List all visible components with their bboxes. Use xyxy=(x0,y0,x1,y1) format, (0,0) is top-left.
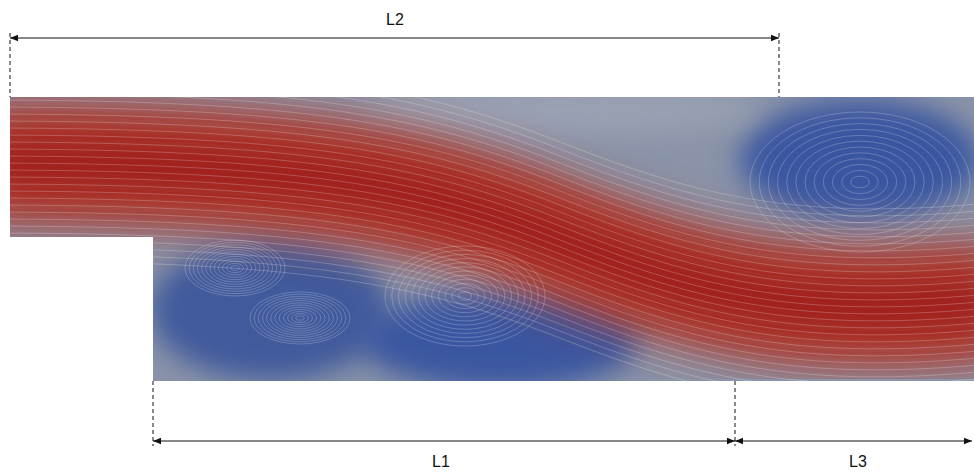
vortex-line xyxy=(271,303,329,333)
vortex-line xyxy=(405,259,525,334)
vortex-line xyxy=(193,245,276,292)
vortex-line xyxy=(279,307,321,329)
vortex-line xyxy=(250,292,350,344)
vortex-line xyxy=(418,267,511,325)
vortex-line xyxy=(288,312,313,325)
vortex-line xyxy=(263,299,338,338)
vortex-line xyxy=(258,296,341,339)
vortex-line xyxy=(198,247,273,289)
flow-field xyxy=(0,65,974,405)
vortex-line xyxy=(283,309,316,326)
vortex-line xyxy=(412,263,519,330)
dimension-label: L2 xyxy=(383,11,407,29)
vortex-line xyxy=(231,266,239,271)
vortex-line xyxy=(267,301,334,336)
vortex-line xyxy=(223,261,248,275)
streamline xyxy=(0,254,974,398)
vortex-line xyxy=(185,240,285,296)
vortex-line xyxy=(438,279,491,312)
vortex-line xyxy=(275,305,325,331)
dimension-lines xyxy=(10,33,972,446)
vortex-line xyxy=(833,165,888,200)
dimension-label: L1 xyxy=(429,453,453,471)
vortex-line xyxy=(425,271,505,321)
vortex-line xyxy=(432,275,499,317)
streamline xyxy=(0,198,974,342)
vortex-line xyxy=(292,314,309,323)
vortex-line xyxy=(218,259,251,278)
vortex-line xyxy=(814,153,906,211)
vortex-line xyxy=(210,254,260,282)
vortex-line xyxy=(787,135,934,228)
vortex-line xyxy=(759,118,961,246)
vortex-line xyxy=(392,250,539,342)
vortex-line xyxy=(768,124,951,241)
dimension-label: L3 xyxy=(846,453,870,471)
vortex-line xyxy=(823,159,896,206)
vortex-line xyxy=(189,242,281,293)
streamline xyxy=(0,240,974,384)
streamline xyxy=(0,261,974,405)
streamline xyxy=(0,247,974,391)
vortex-line xyxy=(202,249,269,286)
vortex-line xyxy=(805,147,915,217)
vortex-line xyxy=(778,130,943,235)
vortex-line xyxy=(851,176,869,188)
vortex-line xyxy=(385,246,545,346)
vortex-line xyxy=(452,288,479,305)
vortex-line xyxy=(227,263,244,272)
vortex-line xyxy=(296,316,304,320)
vortex-line xyxy=(206,252,264,285)
vortex-line xyxy=(214,256,256,279)
vortex-line xyxy=(842,170,879,193)
vortex-line xyxy=(445,284,485,309)
vortex-line xyxy=(750,112,970,252)
vortex-line xyxy=(254,294,346,342)
vortex-line xyxy=(398,254,531,337)
vortex-line xyxy=(796,141,924,223)
vortex-line xyxy=(458,292,471,300)
